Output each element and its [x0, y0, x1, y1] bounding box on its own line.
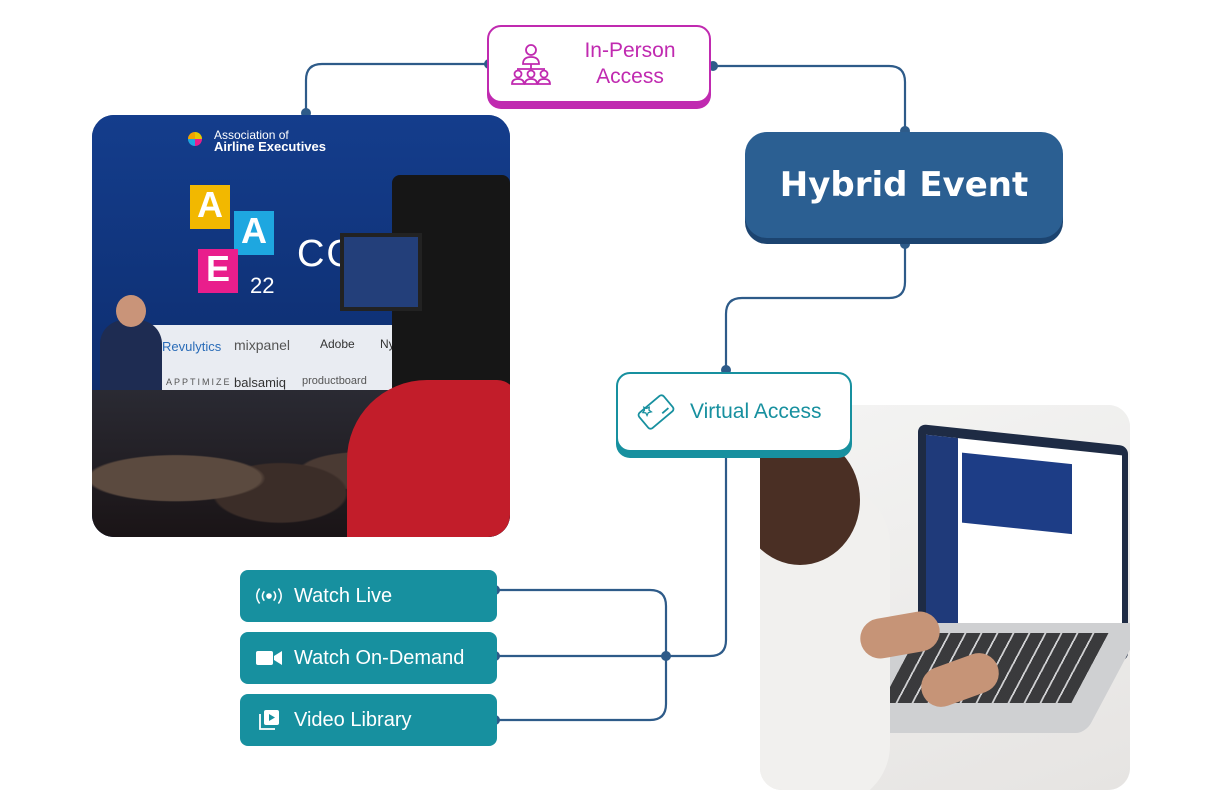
video-camera-icon: [254, 646, 284, 670]
virtual-access-label: Virtual Access: [690, 400, 822, 423]
badge-a2: A: [234, 211, 274, 255]
hybrid-event-node: Hybrid Event: [745, 132, 1063, 238]
watch-on-demand-label: Watch On-Demand: [294, 646, 465, 669]
audience-icon: [511, 44, 551, 85]
sponsor-logo: mixpanel: [234, 337, 291, 353]
org-name-line1: Association of: [214, 128, 289, 142]
speaker-head: [116, 295, 146, 327]
sponsor-logo: APPTIMIZE: [166, 377, 232, 387]
video-library-label: Video Library: [294, 708, 412, 731]
sponsor-logo: Adobe: [320, 337, 355, 351]
connector-hybrid-virtual: [724, 244, 907, 372]
hybrid-event-label: Hybrid Event: [779, 165, 1029, 205]
conference-photo: Association of Airline Executives A A E …: [92, 115, 510, 537]
virtual-access-node: Virtual Access: [616, 372, 852, 452]
watch-live-label: Watch Live: [294, 584, 393, 607]
org-name: Association of Airline Executives: [214, 129, 326, 153]
connector-options-bracket: [495, 588, 668, 722]
org-name-line2: Airline Executives: [214, 139, 326, 154]
in-person-label-line1: In-Person: [584, 39, 676, 62]
in-person-access-node: In-Person Access: [487, 25, 711, 103]
watch-on-demand-button[interactable]: Watch On-Demand: [240, 632, 497, 684]
connector-inperson-photo: [304, 62, 489, 115]
play-library-icon: [254, 708, 284, 732]
ticket-icon: [637, 394, 675, 430]
watch-live-button[interactable]: Watch Live: [240, 570, 497, 622]
connector-inperson-hybrid: [713, 64, 907, 132]
badge-a1: A: [190, 185, 230, 229]
sponsor-logo: balsamiq: [234, 375, 287, 390]
aae-logo-icon: [188, 132, 202, 146]
camera-operator: [347, 380, 510, 537]
badge-e: E: [198, 249, 238, 293]
in-person-access-label: In-Person Access: [565, 38, 695, 90]
broadcast-icon: [254, 584, 284, 608]
camera-monitor: [340, 233, 422, 311]
video-library-button[interactable]: Video Library: [240, 694, 497, 746]
connector-virtual-options: [666, 452, 728, 658]
person-head: [760, 435, 860, 565]
badge-year: 22: [250, 273, 275, 298]
event-platform-ui: [926, 434, 1122, 648]
in-person-label-line2: Access: [596, 65, 664, 88]
sponsor-logo: productboard: [302, 375, 367, 387]
laptop-photo: [760, 405, 1130, 790]
sponsor-logo: Revulytics: [162, 339, 222, 354]
